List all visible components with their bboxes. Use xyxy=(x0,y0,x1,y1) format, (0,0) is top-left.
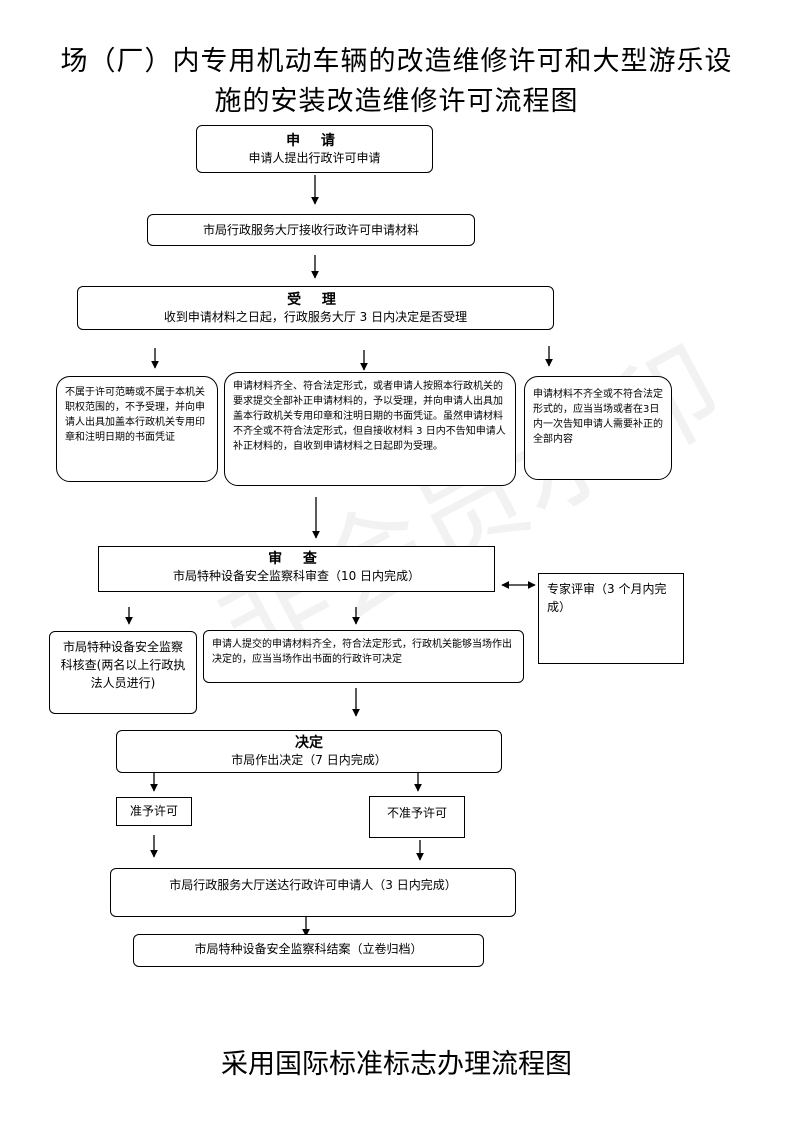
step-accept: 受 理 收到申请材料之日起，行政服务大厅 3 日内决定是否受理 xyxy=(77,286,554,330)
step-onsite: 申请人提交的申请材料齐全，符合法定形式，行政机关能够当场作出决定的，应当当场作出… xyxy=(203,630,524,683)
step-review-text: 市局特种设备安全监察科审查（10 日内完成） xyxy=(172,569,421,583)
step-accept-heading: 受 理 xyxy=(287,292,344,308)
step-verify-text: 市局特种设备安全监察科核查(两名以上行政执法人员进行) xyxy=(60,640,186,690)
step-receive: 市局行政服务大厅接收行政许可申请材料 xyxy=(147,214,475,246)
step-apply-text: 申请人提出行政许可申请 xyxy=(248,151,381,165)
step-reject-scope: 不属于许可范畴或不属于本机关职权范围的，不予受理，并向申请人出具加盖本行政机关专… xyxy=(56,376,218,482)
step-decide-text: 市局作出决定（7 日内完成） xyxy=(231,753,387,767)
step-decide: 决定 市局作出决定（7 日内完成） xyxy=(116,730,502,773)
step-verify: 市局特种设备安全监察科核查(两名以上行政执法人员进行) xyxy=(49,631,197,714)
step-review: 审 查 市局特种设备安全监察科审查（10 日内完成） xyxy=(98,546,495,592)
step-decide-heading: 决定 xyxy=(295,735,323,751)
footer-title: 采用国际标准标志办理流程图 xyxy=(221,1049,572,1080)
step-deny-text: 不准予许可 xyxy=(386,806,447,820)
step-apply-heading: 申 请 xyxy=(286,133,343,149)
step-archive: 市局特种设备安全监察科结案（立卷归档） xyxy=(133,934,484,967)
title-line-2: 施的安装改造维修许可流程图 xyxy=(214,86,579,117)
step-archive-text: 市局特种设备安全监察科结案（立卷归档） xyxy=(194,942,423,956)
step-deliver-text: 市局行政服务大厅送达行政许可申请人（3 日内完成） xyxy=(169,878,457,892)
step-accept-text: 收到申请材料之日起，行政服务大厅 3 日内决定是否受理 xyxy=(163,310,468,324)
step-expert-text: 专家评审（3 个月内完成） xyxy=(547,582,667,614)
step-grant-text: 准予许可 xyxy=(129,804,178,818)
step-incomplete-text: 申请材料不齐全或不符合法定形式的，应当当场或者在3日内一次告知申请人需要补正的全… xyxy=(533,389,663,445)
step-onsite-text: 申请人提交的申请材料齐全，符合法定形式，行政机关能够当场作出决定的，应当当场作出… xyxy=(212,639,512,665)
step-accept-complete: 申请材料齐全、符合法定形式，或者申请人按照本行政机关的要求提交全部补正申请材料的… xyxy=(224,372,516,486)
step-accept-complete-text: 申请材料齐全、符合法定形式，或者申请人按照本行政机关的要求提交全部补正申请材料的… xyxy=(233,381,506,452)
step-deny: 不准予许可 xyxy=(369,796,465,838)
step-apply: 申 请 申请人提出行政许可申请 xyxy=(196,125,433,173)
step-reject-scope-text: 不属于许可范畴或不属于本机关职权范围的，不予受理，并向申请人出具加盖本行政机关专… xyxy=(65,387,205,443)
title-line-1: 场（厂）内专用机动车辆的改造维修许可和大型游乐设 xyxy=(60,46,733,77)
step-deliver: 市局行政服务大厅送达行政许可申请人（3 日内完成） xyxy=(110,868,516,917)
step-incomplete: 申请材料不齐全或不符合法定形式的，应当当场或者在3日内一次告知申请人需要补正的全… xyxy=(524,376,672,480)
step-receive-text: 市局行政服务大厅接收行政许可申请材料 xyxy=(202,223,419,237)
step-review-heading: 审 查 xyxy=(268,551,325,567)
step-grant: 准予许可 xyxy=(116,797,192,826)
step-expert: 专家评审（3 个月内完成） xyxy=(538,573,684,664)
